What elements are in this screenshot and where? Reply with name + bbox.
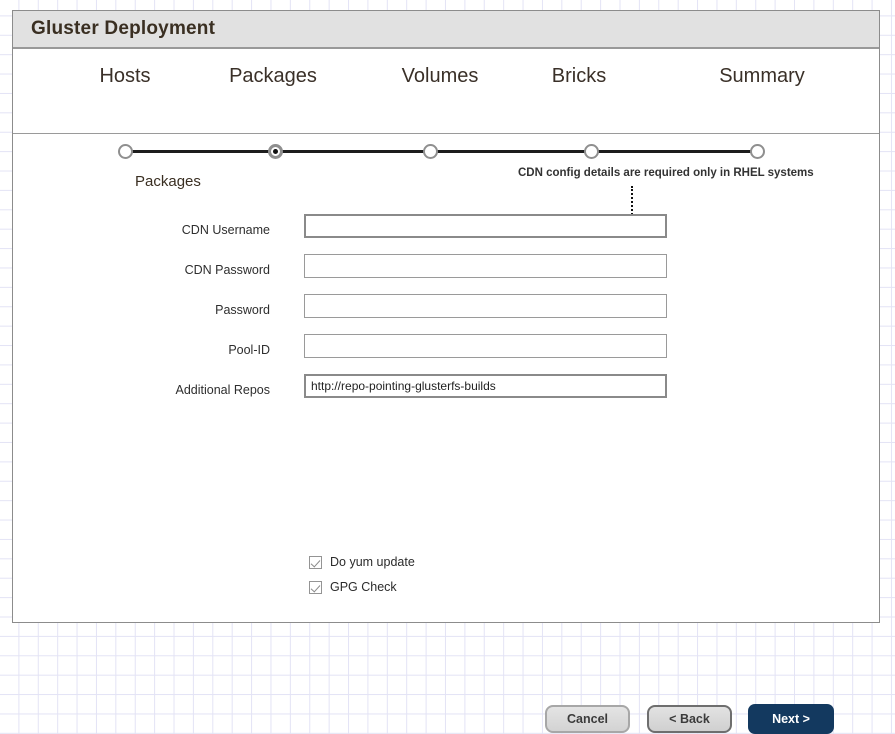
checkbox-row-do-yum-update[interactable]: Do yum update: [309, 555, 415, 569]
cdn-annotation-text: CDN config details are required only in …: [518, 167, 814, 179]
step-label-volumes[interactable]: Volumes: [401, 65, 479, 87]
password-input[interactable]: [304, 294, 667, 318]
label-cdn-username: CDN Username: [181, 223, 270, 237]
gluster-deployment-dialog: Gluster Deployment Hosts Packages Volume…: [12, 10, 880, 734]
additional-repos-input[interactable]: [304, 374, 667, 398]
page-title: Packages: [135, 173, 201, 190]
step-dot-hosts[interactable]: [118, 144, 133, 159]
step-dot-volumes[interactable]: [423, 144, 438, 159]
next-button[interactable]: Next >: [748, 704, 834, 734]
step-label-summary[interactable]: Summary: [719, 65, 805, 87]
label-cdn-password: CDN Password: [184, 263, 270, 277]
pool-id-input[interactable]: [304, 334, 667, 358]
step-label-bricks[interactable]: Bricks: [551, 65, 607, 87]
label-pool-id: Pool-ID: [228, 343, 270, 357]
window-title: Gluster Deployment: [31, 18, 216, 39]
annotation-dotted-line: [631, 186, 633, 218]
label-password: Password: [215, 303, 270, 317]
step-label-packages[interactable]: Packages: [229, 65, 317, 87]
checkbox-label-do-yum-update: Do yum update: [330, 555, 415, 569]
form-row-pool-id: Pool-ID: [13, 334, 879, 374]
wizard-body: Packages CDN config details are required…: [13, 134, 879, 734]
dialog-title-bar: Gluster Deployment: [13, 11, 879, 49]
label-additional-repos: Additional Repos: [175, 383, 270, 397]
back-button[interactable]: < Back: [647, 705, 732, 733]
checkbox-row-gpg-check[interactable]: GPG Check: [309, 580, 397, 594]
cancel-button[interactable]: Cancel: [545, 705, 630, 733]
form-row-cdn-password: CDN Password: [13, 254, 879, 294]
checkbox-do-yum-update[interactable]: [309, 555, 322, 569]
step-dot-summary[interactable]: [750, 144, 765, 159]
form-row-additional-repos: Additional Repos: [13, 374, 879, 414]
form-row-cdn-username: CDN Username: [13, 214, 879, 254]
step-dot-bricks[interactable]: [584, 144, 599, 159]
wizard-stepper: Hosts Packages Volumes Bricks Summary: [13, 49, 879, 159]
checkbox-gpg-check[interactable]: [309, 580, 322, 594]
stepper-track: [125, 150, 757, 153]
form-row-password: Password: [13, 294, 879, 334]
cdn-password-input[interactable]: [304, 254, 667, 278]
packages-form: CDN Username CDN Password Password Pool-…: [13, 214, 879, 414]
cdn-username-input[interactable]: [304, 214, 667, 238]
checkbox-label-gpg-check: GPG Check: [330, 580, 397, 594]
step-dot-packages[interactable]: [268, 144, 283, 159]
step-label-hosts[interactable]: Hosts: [99, 65, 151, 87]
